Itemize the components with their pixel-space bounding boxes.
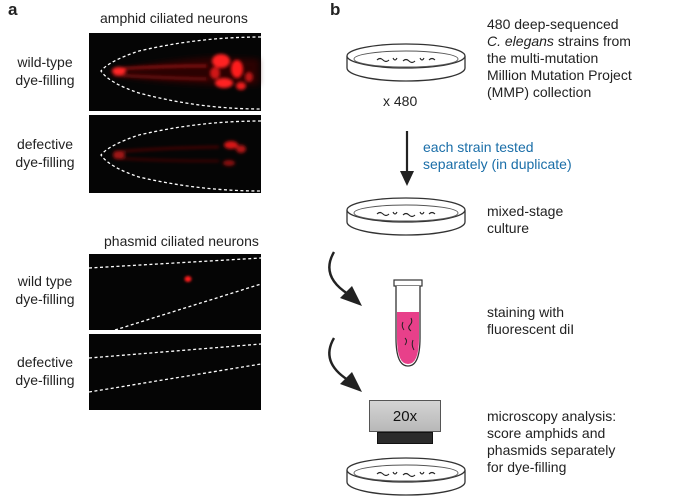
microscopy-description: microscopy analysis: score amphids and p… xyxy=(487,408,616,476)
amphid-wildtype-label: wild-type dye-filling xyxy=(4,53,86,89)
text-line: score amphids and xyxy=(487,425,606,441)
petri-dish-strains-icon xyxy=(346,43,466,82)
label-line: dye-filling xyxy=(15,154,75,170)
label-line: defective xyxy=(16,354,74,370)
down-arrow-icon xyxy=(400,131,414,186)
amphid-defective-micrograph xyxy=(89,115,262,193)
phasmid-defective-micrograph xyxy=(88,334,262,410)
text-line: phasmids separately xyxy=(487,442,616,458)
text-line: separately (in duplicate) xyxy=(423,156,572,172)
label-line: wild type xyxy=(17,273,73,289)
amphid-defective-label: defective dye-filling xyxy=(4,135,86,171)
multiplier-label: x 480 xyxy=(383,93,418,109)
label-line: dye-filling xyxy=(15,72,75,88)
text-line: staining with xyxy=(487,304,565,320)
label-line: defective xyxy=(16,136,74,152)
phasmid-wildtype-label: wild type dye-filling xyxy=(4,272,86,308)
amphid-header: amphid ciliated neurons xyxy=(100,10,248,26)
test-tube-icon xyxy=(393,279,423,367)
label-line: wild-type xyxy=(17,54,73,70)
panel-b-letter: b xyxy=(330,0,341,19)
tested-description: each strain tested separately (in duplic… xyxy=(423,139,572,173)
strains-description: 480 deep-sequenced C. elegans strains fr… xyxy=(487,16,632,101)
objective-body: 20x xyxy=(369,400,441,432)
phasmid-wildtype-micrograph xyxy=(88,254,262,331)
label-line: dye-filling xyxy=(15,291,75,307)
panel-a-letter: a xyxy=(8,0,18,19)
phasmid-header: phasmid ciliated neurons xyxy=(104,233,259,249)
text-fragment: strains from xyxy=(553,33,631,49)
petri-dish-analysis-icon xyxy=(346,457,466,496)
culture-description: mixed-stage culture xyxy=(487,203,563,237)
text-line: C. elegans strains from xyxy=(487,33,632,50)
amphid-wildtype-micrograph xyxy=(89,33,262,111)
species-name: C. elegans xyxy=(487,33,554,49)
text-line: (MMP) collection xyxy=(487,84,592,100)
text-line: mixed-stage xyxy=(487,203,564,219)
text-line: the multi-mutation xyxy=(487,50,599,66)
text-line: Million Mutation Project xyxy=(487,67,632,83)
curved-arrow-icon xyxy=(328,251,362,306)
text-line: culture xyxy=(487,220,530,236)
text-line: each strain tested xyxy=(423,139,534,155)
petri-dish-culture-icon xyxy=(346,197,466,236)
text-line: microscopy analysis: xyxy=(487,408,617,424)
objective-lens xyxy=(377,432,433,444)
label-line: dye-filling xyxy=(15,372,75,388)
staining-description: staining with fluorescent diI xyxy=(487,304,574,338)
curved-arrow-icon-2 xyxy=(328,337,362,392)
microscope-objective-icon: 20x xyxy=(369,400,441,444)
text-line: for dye-filling xyxy=(487,459,567,475)
objective-magnification: 20x xyxy=(392,407,418,425)
text-line: 480 deep-sequenced xyxy=(487,16,619,32)
text-line: fluorescent diI xyxy=(487,321,575,337)
phasmid-defective-label: defective dye-filling xyxy=(4,353,86,389)
